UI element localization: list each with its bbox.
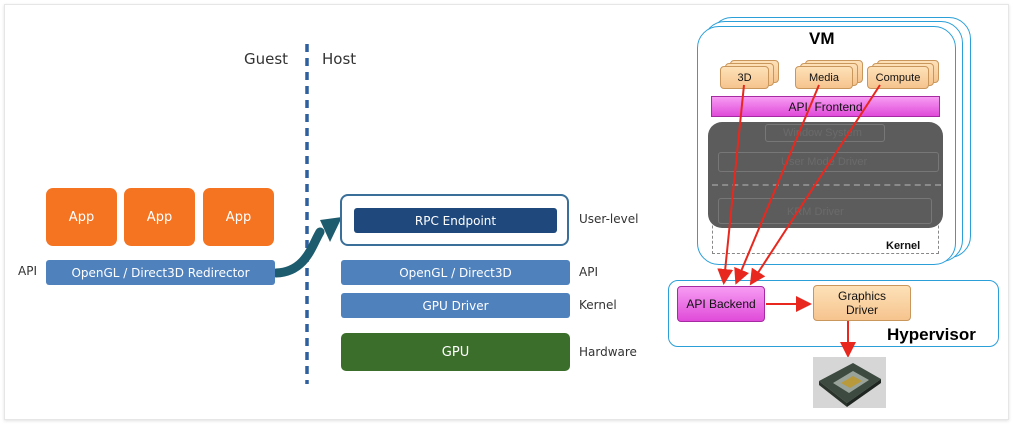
host-label: Host [322,50,357,68]
gpu-chip-icon [813,357,886,408]
gpu-box: GPU [341,333,570,371]
api-backend-box: API Backend [677,286,765,322]
hypervisor-label: Hypervisor [887,325,976,344]
kernel-label: Kernel [886,240,921,252]
workload-media: Media [795,66,853,89]
graphics-driver-box: Graphics Driver [813,285,911,321]
app-box-2: App [124,188,195,246]
arrow-compute-to-backend [749,84,881,286]
arrow-media-to-backend [734,84,820,285]
window-system-label: Window System [783,127,862,139]
window-system-box [765,124,885,142]
app-box-3: App [203,188,274,246]
app-box-1: App [46,188,117,246]
gpu-driver-box: GPU Driver [341,293,570,318]
layer-label-api: API [579,265,598,279]
user-mode-driver-label: User Mode Driver [781,156,868,168]
occluded-driver-stack [708,122,943,228]
arrow-3d-to-backend [717,84,745,285]
api-label-guest: API [18,264,37,278]
redirect-arrow-head [320,217,342,242]
opengl-direct3d-box: OpenGL / Direct3D [341,260,570,285]
user-level-frame [340,194,569,246]
layer-label-user-level: User-level [579,212,639,226]
user-kernel-boundary [712,184,941,186]
redirect-arrow-shaft [271,227,325,278]
api-frontend-box: API Frontend [711,96,940,117]
krm-driver-box [718,198,932,224]
krm-driver-label: KRM Driver [787,206,844,218]
vm-title: VM [809,29,835,48]
layer-label-hardware: Hardware [579,345,637,359]
user-mode-driver-box [718,152,939,172]
guest-label: Guest [244,50,289,68]
rpc-endpoint-box: RPC Endpoint [354,208,557,233]
redirector-box: OpenGL / Direct3D Redirector [46,260,275,285]
workload-compute: Compute [867,66,929,89]
layer-label-kernel: Kernel [579,298,617,312]
